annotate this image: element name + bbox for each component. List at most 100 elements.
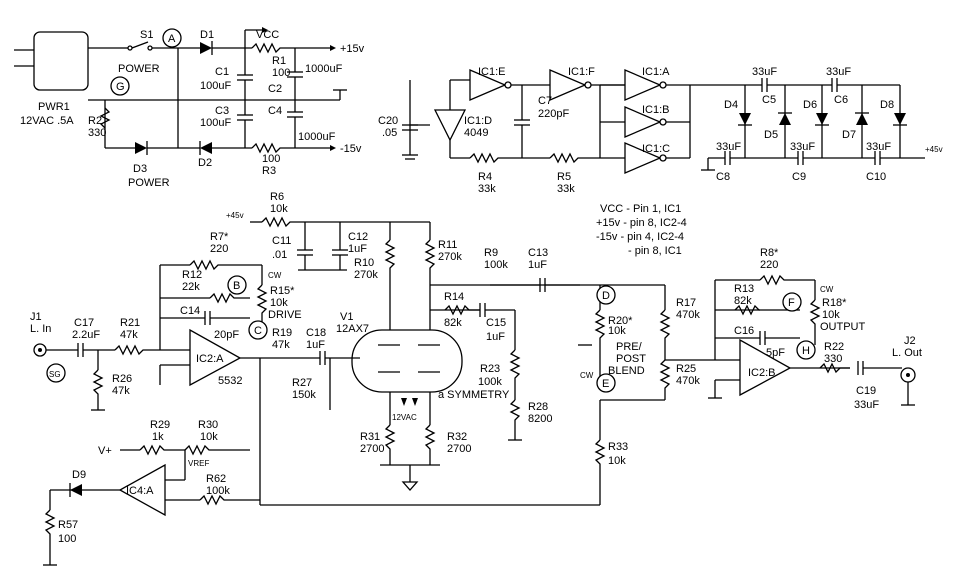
label-r26: R26 xyxy=(112,373,132,385)
power-supply-section xyxy=(14,27,347,155)
testpoint-b: B xyxy=(233,280,240,292)
label-c18-value: 1uF xyxy=(306,339,325,351)
label-r23-text: a SYMMETRY xyxy=(438,389,510,401)
label-r57-value: 100 xyxy=(58,533,76,545)
component-labels: PWR1 12VAC .5A S1 POWER D1 VCC R1 100 +1… xyxy=(20,29,943,545)
label-c19: C19 xyxy=(856,385,876,397)
label-r28: R28 xyxy=(528,401,548,413)
label-pwr1-value: 12VAC .5A xyxy=(20,115,74,127)
label-ic2b: IC2:B xyxy=(748,367,776,379)
label-c4: C4 xyxy=(268,105,282,117)
label-r18-value: 10k xyxy=(822,309,840,321)
label-c7-value: 220pF xyxy=(538,108,569,120)
label-r62: R62 xyxy=(206,473,226,485)
label-p45: +45v xyxy=(226,211,244,220)
label-c20-value: .05 xyxy=(382,127,397,139)
label-c17-value: 2.2uF xyxy=(72,329,100,341)
label-r27: R27 xyxy=(292,377,312,389)
led-driver-section xyxy=(43,444,260,566)
label-ic2a-value: 5532 xyxy=(218,375,242,387)
label-r9-value: 100k xyxy=(484,259,508,271)
label-c3: C3 xyxy=(215,105,229,117)
label-r32-value: 2700 xyxy=(447,443,471,455)
label-r25-value: 470k xyxy=(676,375,700,387)
label-s1-text: POWER xyxy=(118,63,160,75)
label-r31: R31 xyxy=(360,431,380,443)
label-d5: D5 xyxy=(764,129,778,141)
label-heater: 12VAC xyxy=(392,413,417,422)
note-line-1: VCC - Pin 1, IC1 xyxy=(600,203,681,215)
label-c8: C8 xyxy=(716,171,730,183)
label-r21-value: 47k xyxy=(120,329,138,341)
label-r15-value: 10k xyxy=(270,297,288,309)
testpoint-sg: SG xyxy=(49,370,61,379)
label-c13-value: 1uF xyxy=(528,259,547,271)
label-c14-value: 20pF xyxy=(214,329,239,341)
label-c12: C12 xyxy=(348,231,368,243)
label-r18-text: OUTPUT xyxy=(820,321,866,333)
label-r7: R7* xyxy=(210,231,229,243)
label-j1: J1 xyxy=(30,311,42,323)
charge-pump-section xyxy=(402,69,925,174)
label-r10: R10 xyxy=(354,257,374,269)
label-c18: C18 xyxy=(306,327,326,339)
label-r13: R13 xyxy=(734,283,754,295)
label-r8-value: 220 xyxy=(760,259,778,271)
label-d7: D7 xyxy=(842,129,856,141)
label-r7-value: 220 xyxy=(210,243,228,255)
label-c7: C7 xyxy=(538,95,552,107)
label-c8-value: 33uF xyxy=(716,141,741,153)
label-cw-drive: CW xyxy=(268,271,282,280)
label-ic1d-value: 4049 xyxy=(464,127,488,139)
label-ic1e: IC1:E xyxy=(478,66,506,78)
label-r11-value: 270k xyxy=(438,251,462,263)
label-p15: +15v xyxy=(340,43,365,55)
label-r20: R20* xyxy=(608,315,633,327)
label-r30-value: 10k xyxy=(200,431,218,443)
label-r1: R1 xyxy=(272,55,286,67)
label-r3: R3 xyxy=(262,165,276,177)
label-j1-text: L. In xyxy=(30,323,51,335)
label-r14-value: 82k xyxy=(444,317,462,329)
label-r17-value: 470k xyxy=(676,309,700,321)
label-ic1a: IC1:A xyxy=(642,66,670,78)
label-r20-text-1: PRE/ xyxy=(616,341,643,353)
label-c6: C6 xyxy=(834,94,848,106)
label-r15: R15* xyxy=(270,285,295,297)
audio-channel-section xyxy=(33,216,671,506)
label-v1-value: 12AX7 xyxy=(336,323,369,335)
label-vplus: V+ xyxy=(98,445,112,457)
testpoint-e: E xyxy=(602,378,609,390)
label-r6-value: 10k xyxy=(270,203,288,215)
label-c2: C2 xyxy=(268,83,282,95)
label-c2-value: 1000uF xyxy=(305,63,343,75)
label-c4-value: 1000uF xyxy=(298,131,336,143)
testpoint-d: D xyxy=(602,290,610,302)
label-ic4a: IC4:A xyxy=(126,485,154,497)
label-r5-value: 33k xyxy=(557,183,575,195)
label-ic1b: IC1:B xyxy=(642,104,670,116)
label-r1-value: 100 xyxy=(272,67,290,79)
label-p45-top: +45v xyxy=(925,145,943,154)
label-c3-value: 100uF xyxy=(200,117,231,129)
label-c16: C16 xyxy=(734,325,754,337)
label-c10: C10 xyxy=(866,171,886,183)
label-r32: R32 xyxy=(447,431,467,443)
label-c14: C14 xyxy=(180,305,200,317)
label-r27-value: 150k xyxy=(292,389,316,401)
label-vcc: VCC xyxy=(256,29,279,41)
testpoint-h: H xyxy=(802,345,810,357)
label-c13: C13 xyxy=(528,247,548,259)
label-c10-value: 33uF xyxy=(866,141,891,153)
label-j2-text: L. Out xyxy=(892,347,922,359)
label-r62-value: 100k xyxy=(206,485,230,497)
label-c5: C5 xyxy=(762,94,776,106)
label-r3-value: 100 xyxy=(262,153,280,165)
testpoint-a: A xyxy=(168,33,176,45)
label-pwr1: PWR1 xyxy=(38,101,70,113)
label-c16-value: 5pF xyxy=(766,347,785,359)
label-r23-value: 100k xyxy=(478,376,502,388)
label-r6: R6 xyxy=(270,191,284,203)
label-r14: R14 xyxy=(444,291,464,303)
